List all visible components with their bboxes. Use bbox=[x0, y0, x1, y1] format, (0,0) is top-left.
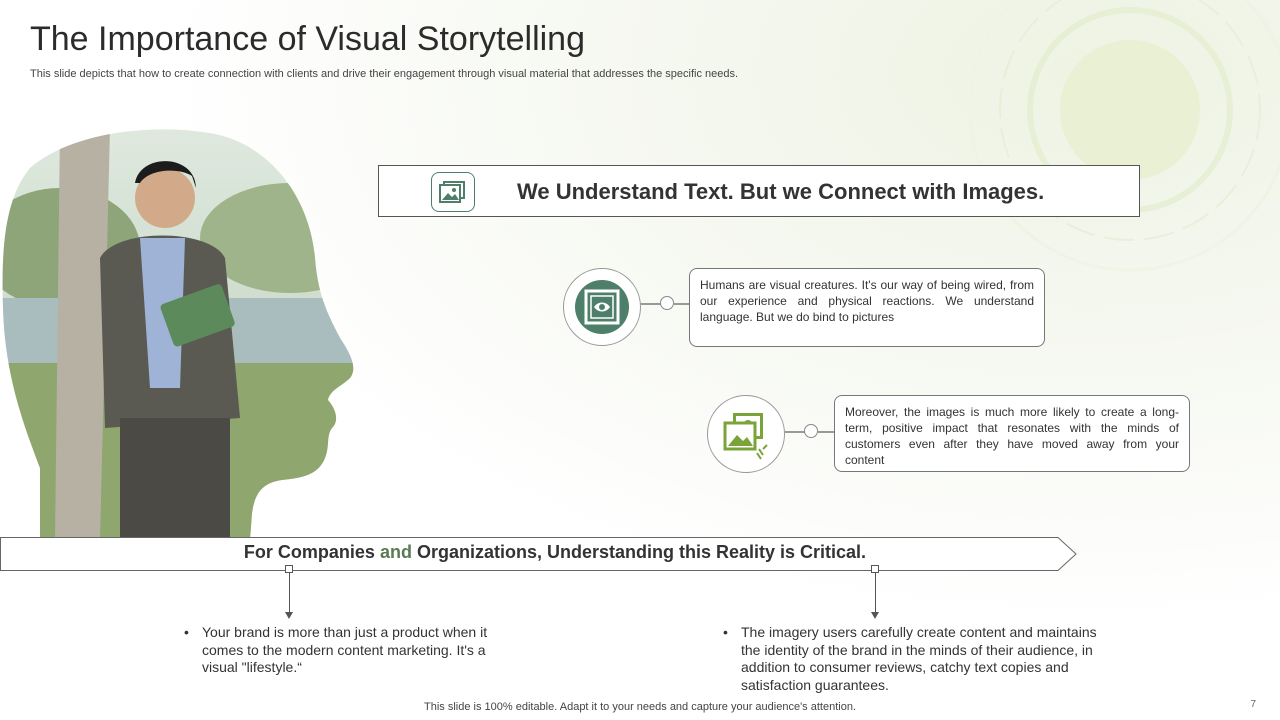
callout-2-link bbox=[785, 431, 805, 433]
bullet-point-2: • The imagery users carefully create con… bbox=[723, 624, 1106, 694]
connector-1-arrowhead bbox=[285, 612, 293, 619]
callout-1-link-2 bbox=[674, 303, 690, 305]
arrow-banner-shape bbox=[0, 537, 1077, 571]
image-sparkle-icon bbox=[723, 413, 768, 460]
bullet-point-1: • Your brand is more than just a product… bbox=[184, 624, 497, 677]
callout-1-dot bbox=[660, 296, 674, 310]
headline-banner: We Understand Text. But we Connect with … bbox=[378, 165, 1140, 217]
arrow-banner-text: For Companies and Organizations, Underst… bbox=[0, 542, 1110, 563]
callout-2-dot bbox=[804, 424, 818, 438]
arrow-text-part-3: Organizations, Understanding this Realit… bbox=[411, 542, 867, 562]
bullet-2-text: The imagery users carefully create conte… bbox=[741, 624, 1097, 693]
connector-2-line bbox=[875, 573, 876, 613]
connector-2-square bbox=[871, 565, 879, 573]
callout-1-link bbox=[641, 303, 661, 305]
arrow-text-part-1: For Companies bbox=[243, 542, 380, 562]
footer-note: This slide is 100% editable. Adapt it to… bbox=[424, 701, 856, 713]
decorative-rings bbox=[968, 0, 1280, 272]
page-title: The Importance of Visual Storytelling bbox=[30, 20, 585, 58]
callout-2-link-2 bbox=[818, 431, 835, 433]
callout-1-text: Humans are visual creatures. It's our wa… bbox=[689, 268, 1045, 347]
bullet-dot: • bbox=[723, 624, 728, 640]
page-number: 7 bbox=[1250, 699, 1256, 710]
arrow-text-highlight: and bbox=[379, 542, 412, 562]
eye-frame-icon bbox=[575, 280, 629, 334]
head-silhouette-photo bbox=[2, 129, 354, 540]
connector-1-line bbox=[289, 573, 290, 613]
connector-1-square bbox=[285, 565, 293, 573]
callout-1-icon-circle bbox=[563, 268, 641, 346]
callout-2-text: Moreover, the images is much more likely… bbox=[834, 395, 1190, 472]
callout-2-icon-circle bbox=[707, 395, 785, 473]
page-subtitle: This slide depicts that how to create co… bbox=[30, 68, 739, 80]
bullet-dot: • bbox=[184, 624, 189, 640]
connector-2-arrowhead bbox=[871, 612, 879, 619]
image-icon bbox=[431, 172, 475, 212]
bullet-1-text: Your brand is more than just a product w… bbox=[202, 624, 488, 675]
headline-text: We Understand Text. But we Connect with … bbox=[517, 179, 1045, 204]
